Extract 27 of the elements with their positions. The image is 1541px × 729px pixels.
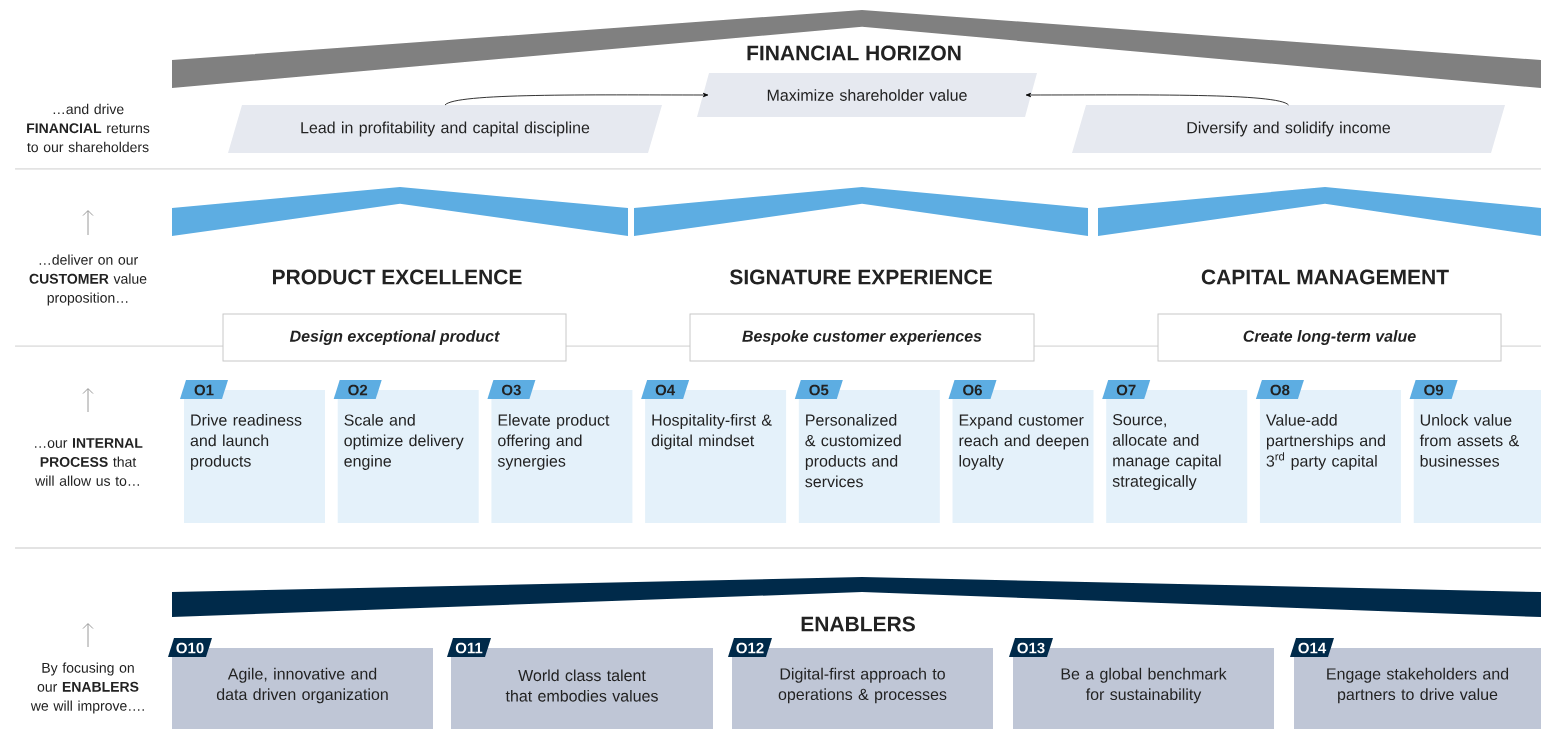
objective-box: O5 Personalized & customized products and services bbox=[794, 380, 940, 523]
row-description: …deliver on our CUSTOMER value proposition… bbox=[29, 254, 147, 306]
parallelogram-box: Diversify and solidify income bbox=[1072, 105, 1505, 153]
objective-box: O2 Scale and optimize delivery engine bbox=[333, 380, 479, 523]
section-heading: CAPITAL MANAGEMENT bbox=[1201, 269, 1449, 285]
objective-box: O10 Agile, innovative and data driven organization bbox=[168, 638, 433, 729]
row-description: By focusing on our ENABLERS we will improve…. bbox=[30, 662, 144, 714]
objective-box: O3 Elevate product offering and synergies bbox=[487, 380, 633, 523]
subtitle-box: Design exceptional product bbox=[222, 313, 567, 362]
objective-box: O7 Source, allocate and manage capital strategically bbox=[1102, 380, 1248, 523]
objective-box: O12 Digital-first approach to operations & processes bbox=[728, 638, 993, 729]
section-heading: PRODUCT EXCELLENCE bbox=[273, 269, 522, 285]
objective-box: O11 World class talent that embodies values bbox=[447, 638, 713, 729]
parallelogram-box: Lead in profitability and capital discipline bbox=[228, 105, 662, 153]
subtitle-box: Create long-term value bbox=[1157, 313, 1502, 362]
objective-box: O14 Engage stakeholders and partners to drive value bbox=[1290, 638, 1541, 729]
objective-box: O4 Hospitality-first & digital mindset bbox=[641, 380, 787, 523]
subtitle-box: Bespoke customer experiences bbox=[689, 313, 1035, 362]
objective-box: O13 Be a global benchmark for sustainability bbox=[1009, 638, 1274, 729]
objective-box: O8 Value-add partnerships and 3$^{rd}$ party capital bbox=[1255, 380, 1401, 523]
objective-box: O6 Expand customer reach and deepen loyalty bbox=[948, 380, 1094, 523]
objective-box: O1 Drive readiness and launch products bbox=[180, 380, 325, 523]
objective-box: O9 Unlock value from assets & businesses bbox=[1409, 380, 1541, 523]
row-description: …our INTERNAL PROCESS that will allow us to… bbox=[35, 438, 143, 486]
section-heading: SIGNATURE EXPERIENCE bbox=[729, 269, 992, 285]
row-description: …and drive FINANCIAL returns to our shareholders bbox=[27, 103, 150, 153]
parallelogram-box: Maximize shareholder value bbox=[697, 73, 1037, 117]
